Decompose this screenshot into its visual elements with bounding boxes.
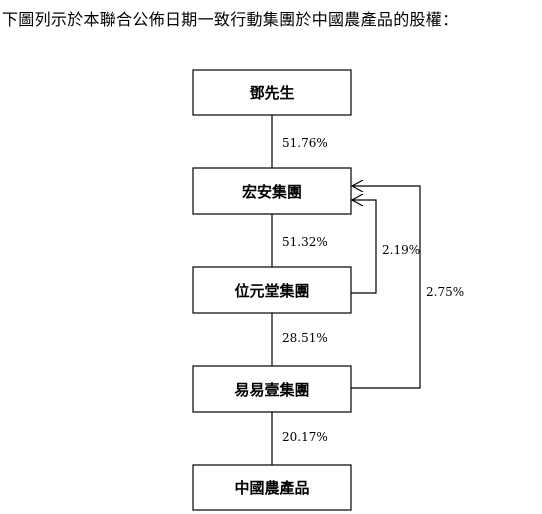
entity-label-hongan: 宏安集團 [242, 183, 302, 201]
entity-label-yiyiyi: 易易壹集團 [234, 381, 309, 399]
arrow-yiyiyi-to-hongan [351, 186, 421, 389]
percent-weiyuantang-hongan: 2.19% [382, 243, 420, 257]
entity-box-deng: 鄧先生 [192, 69, 352, 116]
arrow-weiyuantang-to-hongan [351, 200, 377, 294]
entity-label-weiyuantang: 位元堂集團 [234, 282, 309, 300]
entity-label-deng: 鄧先生 [249, 84, 294, 102]
percent-hongan-weiyuantang: 51.32% [282, 235, 328, 249]
percent-weiyuantang-yiyiyi: 28.51% [282, 331, 328, 345]
entity-label-cap: 中國農產品 [234, 479, 309, 497]
percent-yiyiyi-cap: 20.17% [282, 430, 328, 444]
entity-box-hongan: 宏安集團 [192, 167, 352, 215]
percent-deng-hongan: 51.76% [282, 136, 328, 150]
percent-yiyiyi-hongan: 2.75% [426, 285, 464, 299]
intro-text: 下圖列示於本聯合公佈日期一致行動集團於中國農產品的股權： [2, 10, 459, 29]
entity-box-weiyuantang: 位元堂集團 [192, 266, 352, 314]
entity-box-cap: 中國農產品 [192, 464, 352, 511]
entity-box-yiyiyi: 易易壹集團 [192, 365, 352, 413]
